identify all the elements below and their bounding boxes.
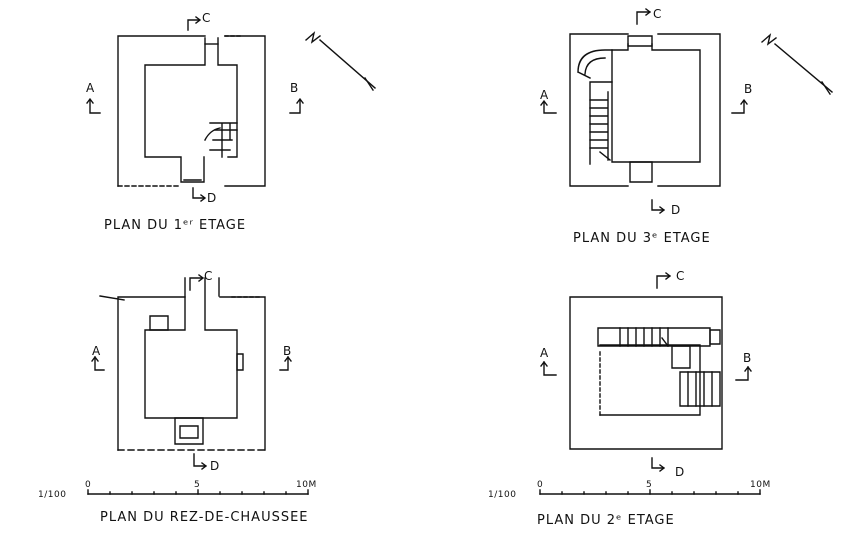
plan-deuxieme-etage [540,273,760,494]
section-label-a: A [540,88,550,102]
inner-room [578,36,700,182]
scale-ratio: 1/100 [488,490,517,500]
outer-wall [570,297,722,449]
inner-room [145,38,237,182]
section-label-b: B [743,351,753,365]
scale-tick-0: 0 [537,480,544,490]
section-label-a: A [540,346,550,360]
scale-tick-10m: 10M [296,480,317,490]
section-label-c: C [676,269,686,283]
section-label-a: A [86,81,96,95]
section-label-d: D [671,203,682,217]
scale-tick-10m: 10M [750,480,771,490]
section-label-c: C [653,7,663,21]
plan-troisieme-etage [541,9,832,213]
scale-bar [540,490,760,494]
section-label-d: D [210,459,221,473]
plan-premier-etage [87,17,375,201]
section-label-d: D [675,465,686,479]
plan-caption: PLAN DU REZ-DE-CHAUSSEE [100,510,309,525]
outer-wall [570,34,720,186]
section-arrow-icon [92,275,291,469]
section-arrow-icon [541,273,751,471]
outer-wall [100,296,265,450]
section-arrow-icon [87,17,303,201]
scale-tick-5: 5 [194,480,201,490]
section-label-b: B [744,82,754,96]
scale-tick-0: 0 [85,480,92,490]
scale-tick-5: 5 [646,480,653,490]
scale-bar [88,490,308,494]
inner-room [598,328,720,415]
plan-caption: PLAN DU 3ᵉ ETAGE [573,231,711,246]
scale-ratio: 1/100 [38,490,67,500]
section-label-c: C [204,269,214,283]
section-label-d: D [207,191,218,205]
section-label-c: C [202,11,212,25]
section-label-b: B [283,344,293,358]
section-label-b: B [290,81,300,95]
north-arrow-icon [306,33,375,90]
inner-room [145,278,243,444]
plan-caption: PLAN DU 1ᵉʳ ETAGE [104,218,247,233]
outer-wall [118,36,265,186]
section-label-a: A [92,344,102,358]
plan-rez-de-chaussee [88,275,308,494]
plan-caption: PLAN DU 2ᵉ ETAGE [537,513,675,528]
north-arrow-icon [762,35,832,94]
section-arrow-icon [541,9,747,213]
